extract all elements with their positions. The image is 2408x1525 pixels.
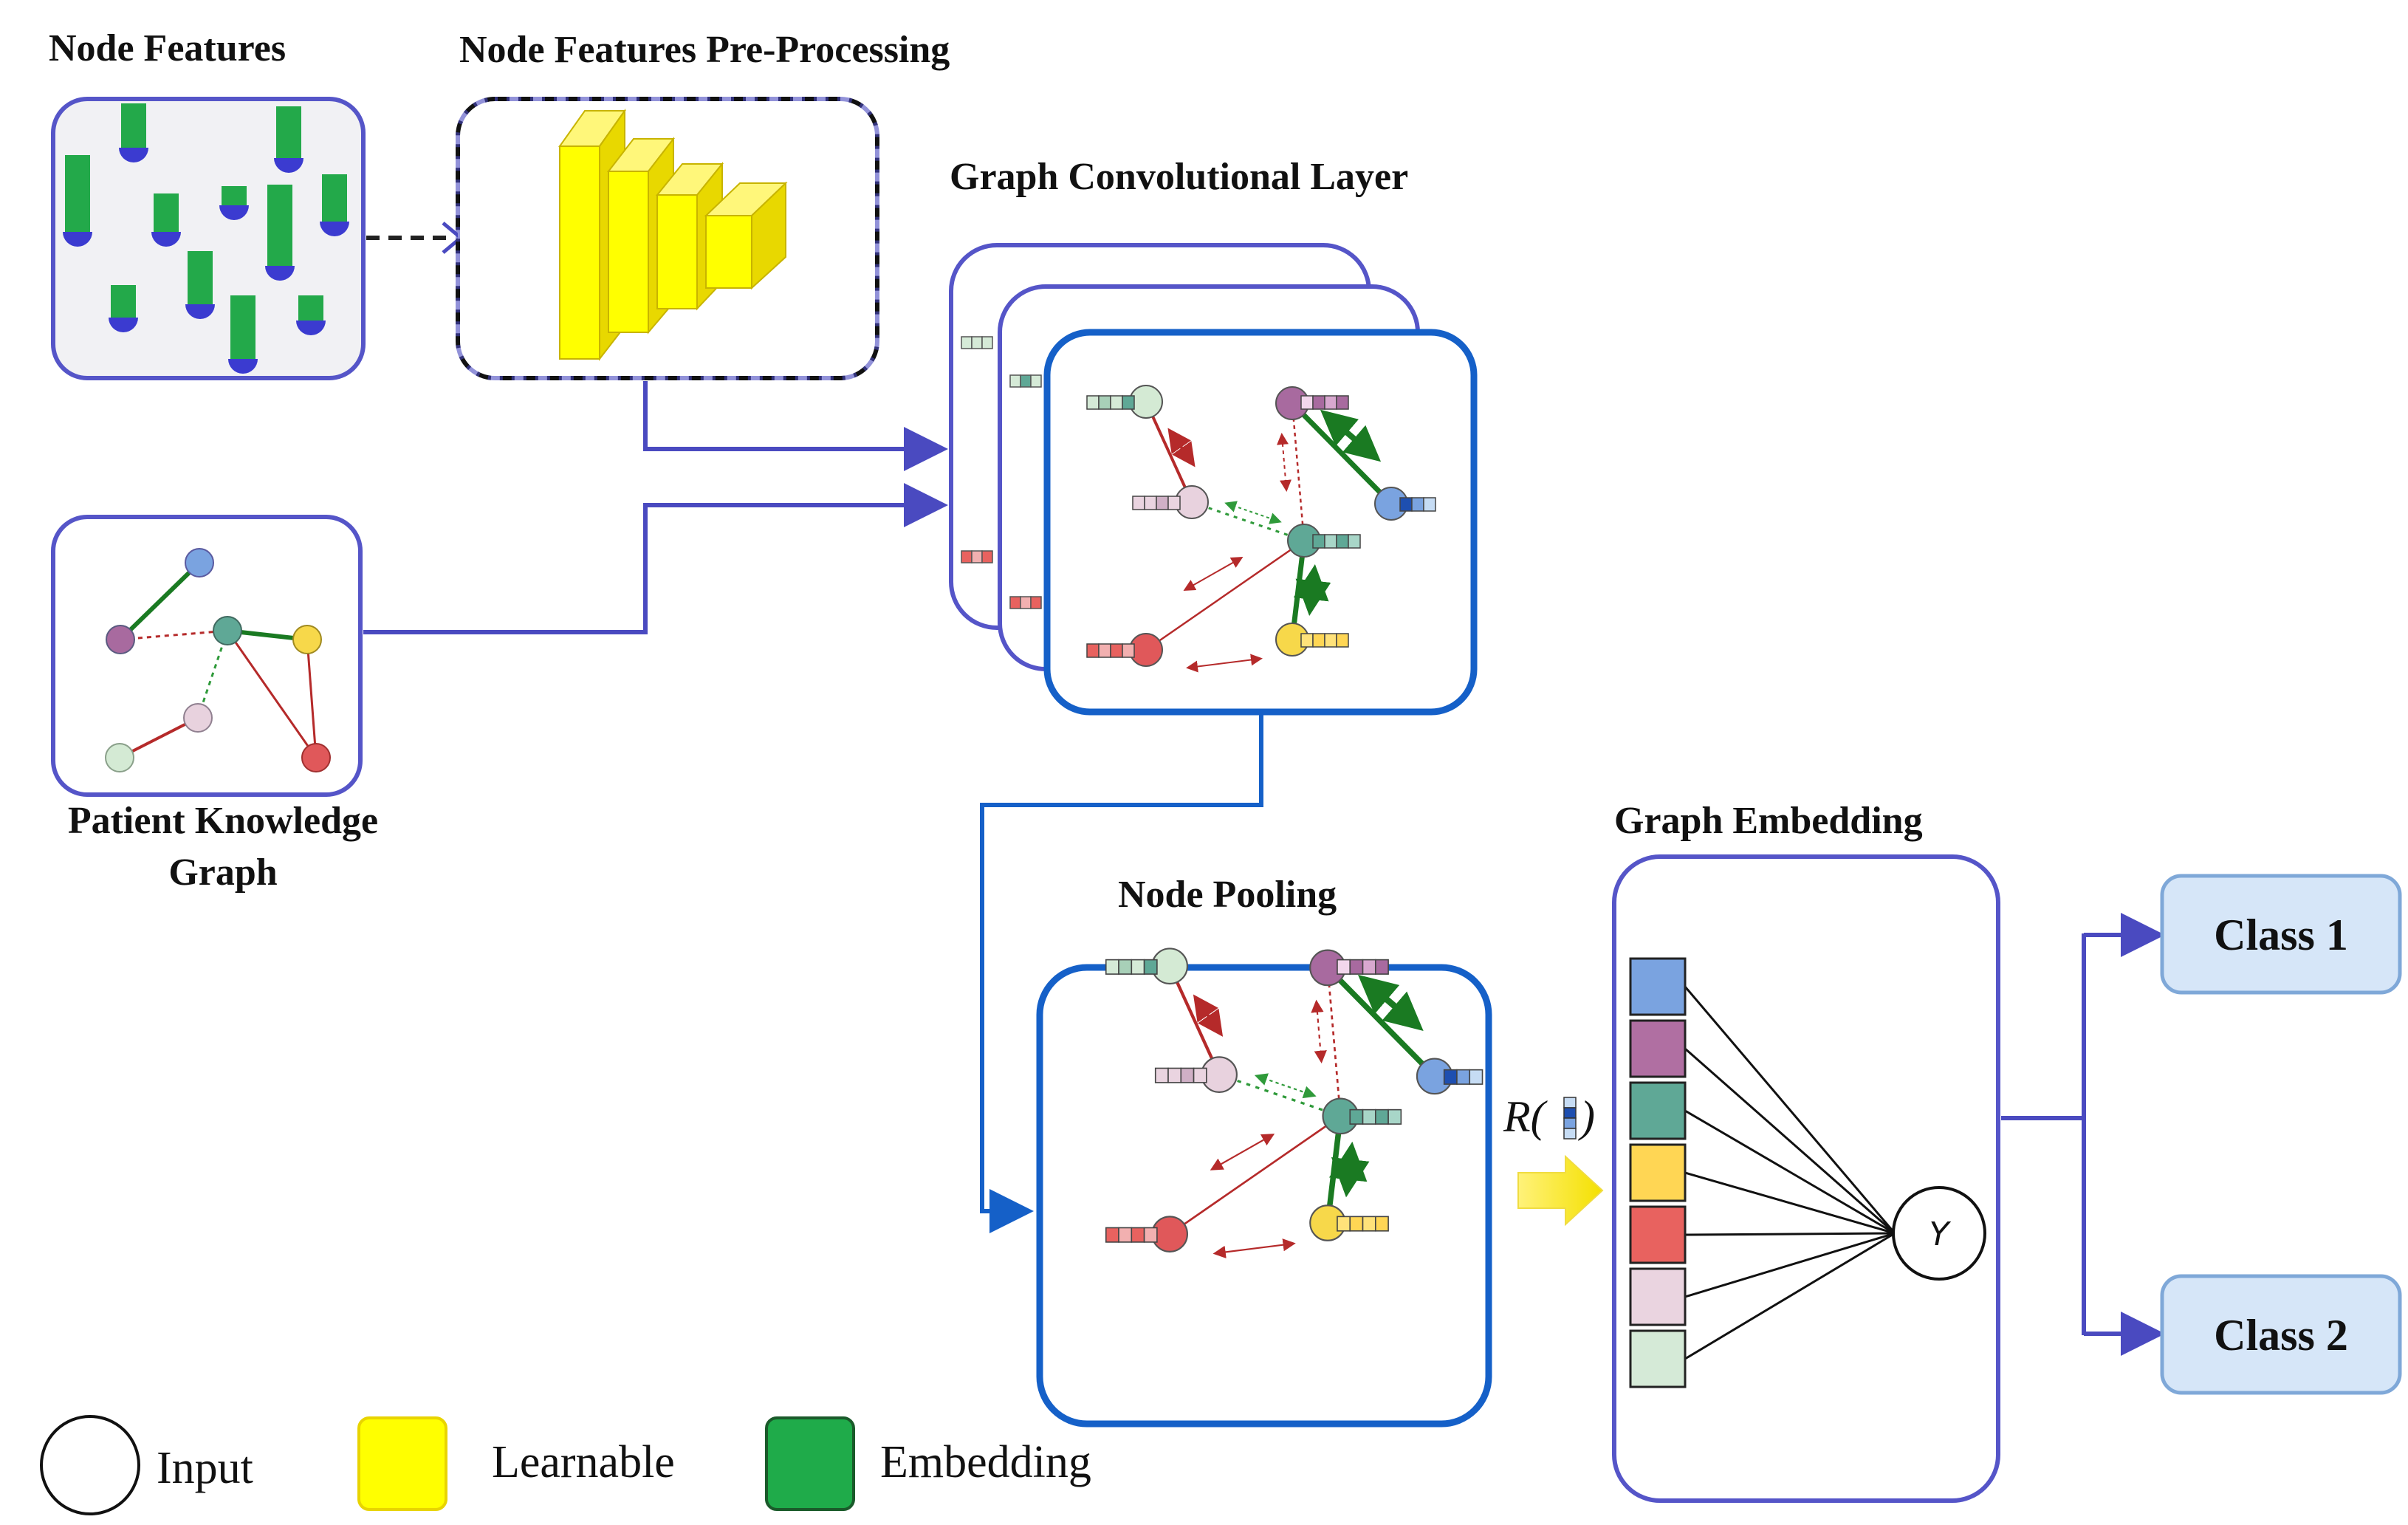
preprocess-to-gcn-arrow [643,381,948,471]
class-1-box: Class 1 [2160,874,2402,995]
preprocessing-title: Node Features Pre-Processing [459,29,950,71]
legend-item-embedding: Embedding [765,1416,1091,1511]
gcn-to-pooling-arrow [980,715,1263,1233]
embedding-connection [1684,986,1896,1234]
gcn-title: Graph Convolutional Layer [950,156,1408,198]
node-features-title: Node Features [49,27,286,69]
embedding-connection [1684,1232,1896,1236]
class-2-label: Class 2 [2214,1311,2348,1360]
cnn-block [655,162,724,311]
legend-input-label: Input [157,1443,253,1493]
feature-glyph [296,295,326,335]
preprocessing-panel [456,97,879,380]
node-pooling-title: Node Pooling [1118,874,1337,916]
legend-learnable-label: Learnable [492,1437,675,1487]
legend-embedding-swatch [765,1416,855,1511]
node-pooling-panel [1036,947,1492,1428]
graph-node [106,625,135,654]
graph-node [213,616,242,645]
graph-node [183,703,213,733]
feature-glyph [63,155,92,247]
readout-close: ) [1578,1092,1595,1141]
gcn-stack [949,243,1478,716]
legend: Input Learnable Embedding [40,1415,1091,1515]
class-connectors [2001,913,2165,1356]
embedding-cell [1629,1081,1687,1140]
graph-node [292,625,322,654]
gcn-card-middle-embeddings [1009,374,1042,609]
node-features-panel [51,97,366,380]
legend-embedding-label: Embedding [880,1437,1091,1487]
embedding-connection [1684,1171,1896,1235]
embedding-cell [1629,1143,1687,1202]
feature-glyph [109,285,138,332]
embedding-cell [1629,1205,1687,1264]
legend-item-input: Input [40,1415,253,1515]
gcn-front-graph [1086,385,1436,673]
feature-glyph [320,174,349,236]
pooling-graph [1105,947,1483,1259]
legend-learnable-swatch [357,1416,447,1511]
embedding-cell [1629,1019,1687,1078]
readout-function: R( ) [1503,1092,1604,1227]
readout-vector-icon [1563,1097,1577,1140]
embedding-cell [1629,1329,1687,1388]
class-2-box: Class 2 [2160,1274,2402,1395]
feature-glyph [119,103,148,162]
legend-item-learnable: Learnable [357,1416,675,1511]
output-neuron-label: Y [1930,1216,1952,1253]
embedding-cell [1629,957,1687,1016]
readout-arrow-icon [1517,1154,1604,1227]
feature-glyph [274,106,303,173]
patient-kg-title-line2: Graph [168,851,277,894]
patient-kg-title-line1: Patient Knowledge [68,800,378,842]
readout-label: R( [1503,1092,1548,1141]
legend-input-swatch [40,1415,140,1515]
graph-embedding-title: Graph Embedding [1614,800,1923,842]
embedding-vector [1629,957,1687,1388]
embedding-connection [1684,1232,1896,1360]
feature-glyph [219,186,249,220]
cnn-blocks [558,108,788,361]
embedding-connections [1684,986,1896,1360]
patient-knowledge-graph-panel [51,515,363,797]
graph-node [185,548,214,578]
feature-glyphs [63,103,349,374]
graph-node [301,743,331,772]
graph-to-gcn-arrow [363,483,948,634]
gcn-card-back-embeddings [961,336,993,563]
embedding-connection [1684,1047,1896,1235]
embedding-connection [1684,1109,1896,1235]
embedding-connection [1684,1232,1896,1298]
class-1-label: Class 1 [2214,911,2348,959]
feature-glyph [228,295,258,374]
feature-glyph [151,193,181,247]
graph-node [105,743,134,772]
graph-embedding-panel: Y [1612,854,2000,1503]
feature-glyph [185,251,215,319]
feature-glyph [265,185,295,281]
output-neuron [1892,1186,1986,1281]
cnn-block [704,181,788,290]
embedding-cell [1629,1267,1687,1326]
